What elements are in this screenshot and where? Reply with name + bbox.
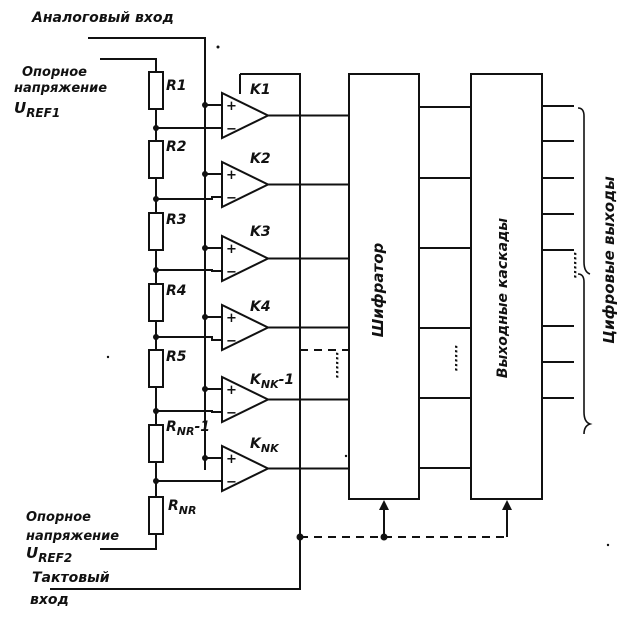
comparator-minus-3: − [226, 265, 237, 280]
comparator-2 [221, 160, 271, 209]
clock-input-label-line2: вход [30, 592, 69, 608]
stray-dot-2 [344, 454, 348, 458]
comparator-plus-3: + [226, 242, 237, 257]
resistor-3 [148, 212, 164, 251]
ref2-label-line1: Опорное [26, 510, 91, 525]
comparator-plus-2: + [226, 168, 237, 183]
resistor-5 [148, 349, 164, 388]
analog-junction-4 [202, 314, 208, 320]
encoder-label: Шифратор [369, 242, 387, 337]
comparator-plus-1: + [226, 99, 237, 114]
resistor-label-6: RNR-1 [166, 419, 210, 438]
analog-junction-2 [202, 171, 208, 177]
comparator-label-1: K1 [250, 82, 271, 98]
resistor-label-1: R1 [166, 78, 187, 94]
clock-arrow-output-icon [502, 500, 512, 510]
clock-input-wire [50, 533, 301, 590]
analog-junction-3 [202, 245, 208, 251]
ellipsis-comparators: ...... [333, 352, 347, 379]
comparator-minus-1: − [226, 122, 237, 137]
stray-dot-3 [106, 355, 110, 359]
resistor-6 [148, 424, 164, 463]
comparator-label-5: KNK-1 [250, 372, 294, 391]
comparator-minus-6: − [226, 475, 237, 490]
comparator-1 [221, 91, 271, 140]
analog-junction-1 [202, 102, 208, 108]
ellipsis-encoder: ...... [452, 345, 466, 372]
ladder-junction-4 [153, 334, 159, 340]
resistor-label-2: R2 [166, 139, 187, 155]
resistor-2 [148, 140, 164, 179]
resistor-label-4: R4 [166, 283, 187, 299]
ladder-junction-1 [153, 125, 159, 131]
ladder-tap-3 [156, 269, 222, 272]
resistor-7 [148, 496, 164, 535]
ref1-label-line2: напряжение [14, 81, 107, 96]
comparator-minus-4: − [226, 334, 237, 349]
analog-input-bus [88, 37, 206, 470]
ref1-label-symbol: UREF1 [14, 99, 60, 120]
clock-arrow-encoder-icon [379, 500, 389, 510]
resistor-label-7: RNR [168, 498, 196, 517]
comparator-block-outline [240, 73, 301, 533]
resistor-label-5: R5 [166, 349, 187, 365]
ref1-wire [100, 58, 157, 72]
resistor-label-3: R3 [166, 212, 187, 228]
resistor-4 [148, 283, 164, 322]
comparator-array: +−K1+−K2+−K3+−K4+−KNK-1+−KNK [153, 82, 349, 493]
clock-junction-1 [296, 533, 304, 541]
ref1-label-line1: Опорное [22, 65, 87, 80]
ladder-tap-2 [156, 196, 222, 200]
digital-outputs-label: Цифровые выходы [600, 176, 618, 344]
comparator-6 [221, 444, 271, 493]
ladder-junction-3 [153, 267, 159, 273]
clock-input-label-line1: Тактовый [32, 570, 110, 586]
ladder-junction-6 [153, 478, 159, 484]
comparator-label-3: K3 [250, 224, 271, 240]
comparator-plus-4: + [226, 311, 237, 326]
ladder-junction-5 [153, 408, 159, 414]
comparator-plus-6: + [226, 452, 237, 467]
comparator-minus-5: − [226, 406, 237, 421]
comparator-label-4: K4 [250, 299, 271, 315]
digital-outputs-brace-lower [577, 273, 593, 435]
ladder-tap-5 [156, 410, 222, 413]
ref2-label-line2: напряжение [26, 529, 119, 544]
output-stages-label: Выходные каскады [495, 218, 511, 378]
comparator-label-6: KNK [250, 436, 280, 455]
comparator-5 [221, 375, 271, 424]
output-stages-block [470, 73, 543, 500]
comparator-minus-2: − [226, 191, 237, 206]
comparator-3 [221, 234, 271, 283]
ladder-junction-2 [153, 196, 159, 202]
interconnect-buses [419, 105, 574, 469]
ladder-tap-4 [156, 336, 222, 341]
stray-dot [216, 45, 220, 49]
digital-outputs-brace-upper [577, 107, 591, 275]
encoder-block [348, 73, 420, 500]
comparator-4 [221, 303, 271, 352]
ref2-wire [100, 535, 157, 550]
stray-dot-4 [606, 543, 610, 547]
analog-junction-6 [202, 455, 208, 461]
analog-input-label: Аналоговый вход [31, 10, 174, 26]
comparator-plus-5: + [226, 383, 237, 398]
resistor-1 [148, 71, 164, 110]
ref2-label-symbol: UREF2 [26, 544, 72, 565]
ellipsis-outputs: ...... [571, 252, 585, 279]
comparator-label-2: K2 [250, 151, 271, 167]
